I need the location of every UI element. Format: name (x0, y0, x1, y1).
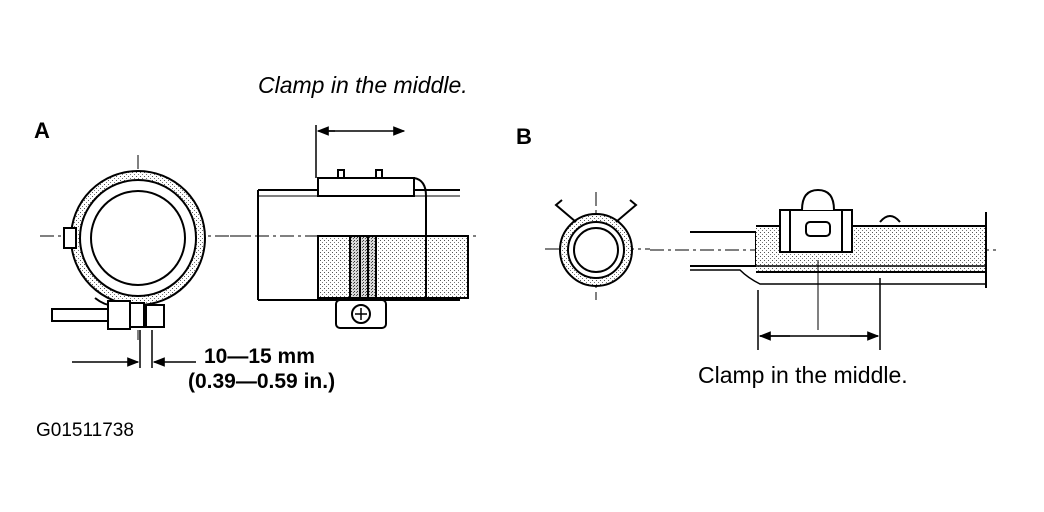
panel-b-letter: B (516, 124, 532, 149)
panel-a-caption: Clamp in the middle. (258, 72, 468, 98)
panel-b-side-view (650, 188, 1000, 350)
figure-code: G01511738 (36, 420, 134, 441)
panel-a-letter: A (34, 118, 50, 143)
panel-a-side-view (230, 125, 478, 329)
dimension-mm-label: 10—15 mm (204, 345, 315, 368)
panel-a-end-view (40, 155, 250, 368)
panel-b-end-view (545, 192, 650, 300)
panel-b-caption: Clamp in the middle. (698, 362, 908, 388)
dimension-in-label: (0.39—0.59 in.) (188, 370, 336, 393)
